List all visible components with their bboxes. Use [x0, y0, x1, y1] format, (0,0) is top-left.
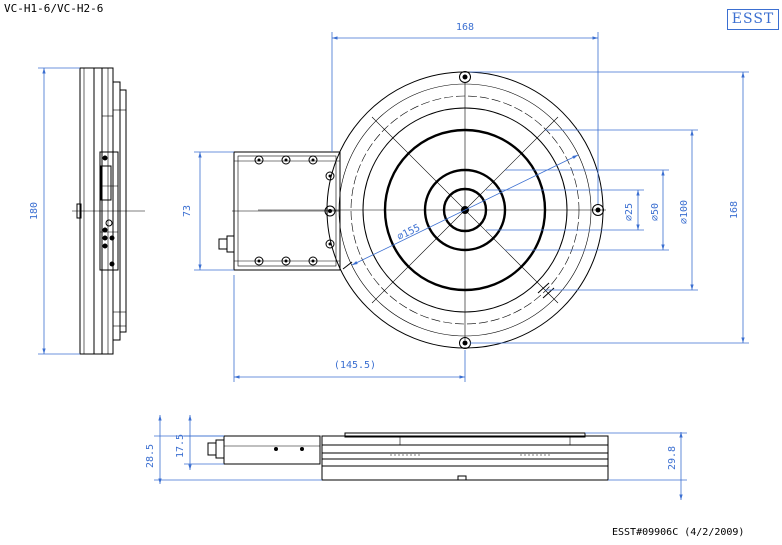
drawing-id: ESST#09906C (4/2/2009)	[612, 527, 745, 538]
dim-text-bracket: 73	[182, 205, 193, 217]
dim-text-right: 168	[729, 201, 740, 219]
dim-thick-29: 29.8	[585, 432, 687, 500]
dim-thick-28: 28.5	[145, 415, 322, 484]
bottom-view	[207, 432, 609, 481]
dim-top-168: 168	[331, 22, 599, 204]
dim-text-left: 180	[29, 202, 40, 220]
dim-text-thick-29: 29.8	[667, 446, 678, 470]
screw-row-top	[254, 155, 318, 165]
front-view: 168 73 168 ⌀100 ⌀50	[182, 22, 749, 382]
dim-text-dia-50: ⌀50	[650, 203, 661, 221]
dim-text-offset: (145.5)	[334, 360, 376, 371]
dim-bracket-73: 73	[182, 151, 234, 271]
dim-text-dia-25: ⌀25	[624, 203, 635, 221]
screw-row-bottom	[254, 256, 318, 266]
esst-logo: ESST	[727, 9, 779, 30]
rotary-stage-circle	[258, 71, 606, 349]
dim-text-dia-100: ⌀100	[679, 200, 690, 224]
dim-right-168: 168	[470, 71, 749, 344]
motor-bracket	[218, 151, 341, 271]
dim-thick-17: 17.5	[175, 415, 224, 470]
dim-dia-100: ⌀100	[545, 129, 698, 291]
dim-text-thick-28: 28.5	[145, 444, 156, 468]
side-view	[72, 67, 145, 355]
dim-text-dia-155: ⌀155	[396, 223, 422, 243]
drawing-title: VC-H1-6/VC-H2-6	[4, 2, 104, 15]
dim-text-top: 168	[456, 22, 474, 33]
dim-text-thick-17: 17.5	[175, 434, 186, 458]
dim-left-180: 180	[29, 67, 80, 355]
dim-offset-145: (145.5)	[233, 275, 466, 382]
